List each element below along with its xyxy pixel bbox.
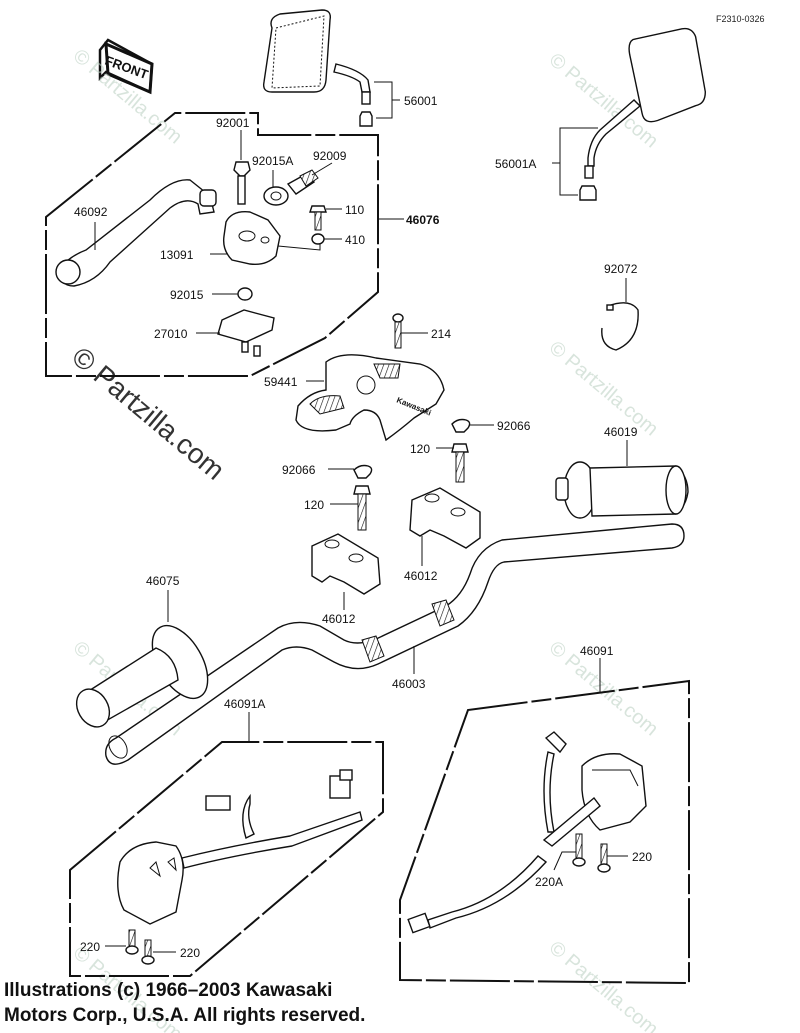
cap-92066-left (353, 464, 373, 479)
part-label-220-left-1: 220 (80, 940, 100, 954)
screws-220-left (125, 929, 155, 965)
bolt-120-left (353, 485, 371, 531)
part-label-56001A: 56001A (495, 157, 536, 171)
part-label-46091: 46091 (580, 644, 614, 658)
part-label-92072: 92072 (604, 262, 638, 276)
handlebar-holder-46012-left (311, 533, 381, 595)
part-label-46012-right: 46012 (404, 569, 438, 583)
watermark-text: © Partzilla.com (545, 937, 662, 1033)
part-label-92009: 92009 (313, 149, 347, 163)
part-label-92066-right: 92066 (497, 419, 531, 433)
leader (311, 162, 333, 176)
nut-92015A (263, 186, 289, 206)
part-label-46012-left: 46012 (322, 612, 356, 626)
assembly-box-46091 (399, 679, 690, 985)
lever-holder-13091 (222, 211, 281, 266)
mirror-right-56001A (579, 27, 707, 201)
leader (277, 244, 321, 251)
part-label-13091: 13091 (160, 248, 194, 262)
part-label-46092: 46092 (74, 205, 108, 219)
part-label-110: 110 (345, 203, 364, 217)
screw-214 (392, 313, 404, 349)
part-label-120-right: 120 (410, 442, 430, 456)
pivot-bolt-92001 (233, 161, 251, 205)
screw-110 (309, 205, 327, 231)
part-label-46091A: 46091A (224, 697, 265, 711)
leader (559, 127, 598, 196)
part-label-220A: 220A (535, 875, 563, 889)
part-label-92066-left: 92066 (282, 463, 316, 477)
part-label-214: 214 (431, 327, 451, 341)
clutch-lever-46092 (55, 179, 217, 287)
left-grip-46075 (75, 624, 209, 728)
part-label-92015: 92015 (170, 288, 204, 302)
part-label-46076: 46076 (406, 213, 440, 227)
part-label-120-left: 120 (304, 498, 324, 512)
handlebar-46003 (105, 523, 685, 765)
copyright-line-1: Illustrations (c) 1966–2003 Kawasaki (4, 980, 333, 1001)
throttle-grip-46019 (555, 461, 689, 519)
part-label-59441: 59441 (264, 375, 298, 389)
assembly-box-46091A (69, 741, 384, 977)
part-label-46003: 46003 (392, 677, 426, 691)
right-switch-housing (407, 731, 647, 934)
assembly-box-46076 (45, 112, 379, 377)
bolt-120-right (451, 443, 469, 483)
figure-code: F2310-0326 (716, 14, 765, 24)
part-label-46019: 46019 (604, 425, 638, 439)
part-label-56001: 56001 (404, 94, 438, 108)
part-label-92001: 92001 (216, 116, 250, 130)
handlebar-cover-59441: Kawasaki (295, 354, 445, 442)
copyright-notice: Illustrations (c) 1966–2003 Kawasaki Mot… (4, 978, 365, 1028)
part-label-220-left-2: 220 (180, 946, 200, 960)
leader (374, 81, 393, 119)
watermark-main: © Partzilla.com (66, 341, 230, 486)
clutch-switch-27010 (217, 309, 275, 357)
clamp-band-92072 (601, 302, 639, 351)
screws-220-right (572, 833, 611, 873)
copyright-line-2: Motors Corp., U.S.A. All rights reserved… (4, 1005, 366, 1026)
part-label-46075: 46075 (146, 574, 180, 588)
cap-92066-right (451, 418, 471, 433)
washer-410 (311, 233, 325, 245)
part-label-27010: 27010 (154, 327, 188, 341)
part-label-92015A: 92015A (252, 154, 293, 168)
front-arrow-sign: FRONT (98, 38, 154, 95)
handlebar-holder-46012-right (409, 487, 481, 549)
mirror-left-56001 (262, 9, 373, 127)
left-switch-housing (117, 769, 363, 925)
part-label-220-right: 220 (632, 850, 652, 864)
nut-92015 (237, 287, 253, 301)
part-label-410: 410 (345, 233, 365, 247)
leader (553, 851, 576, 871)
